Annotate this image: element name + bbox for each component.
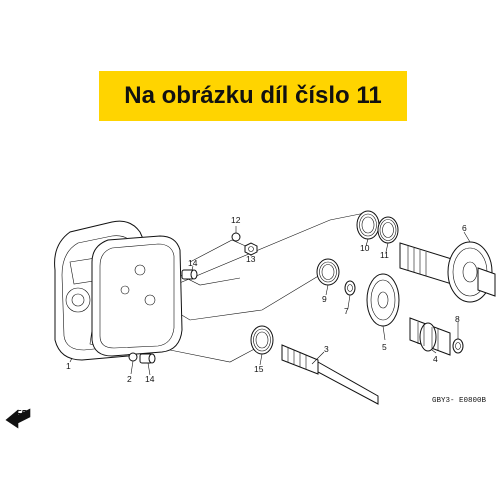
callout-3: 3 — [324, 344, 329, 354]
part-12-oring — [231, 232, 241, 242]
leader-lines — [69, 226, 471, 376]
callout-10: 10 — [360, 243, 370, 253]
callout-7: 7 — [344, 306, 349, 316]
part-4-countershaft — [409, 317, 451, 356]
callout-13: 13 — [246, 254, 256, 264]
part-14-upper-dowel — [181, 269, 198, 280]
part-13-nut — [244, 242, 258, 256]
callout-14-lower: 14 — [145, 374, 155, 384]
callout-1: 1 — [66, 361, 71, 371]
part-number-banner: Na obrázku díl číslo 11 — [99, 71, 407, 121]
part-10-bearing — [356, 210, 380, 240]
callout-12: 12 — [231, 215, 241, 225]
part-11-oil-seal — [377, 216, 399, 244]
part-3-drive-shaft — [281, 344, 379, 405]
part-15-bearing — [250, 325, 274, 355]
part-6-final-shaft — [399, 241, 496, 303]
front-direction-arrow-icon — [5, 408, 31, 429]
part-5-gear — [366, 273, 400, 327]
callout-4: 4 — [433, 354, 438, 364]
part-callouts: 1 2 3 4 5 6 7 8 9 10 11 12 13 14 14 15 — [66, 215, 467, 384]
callout-9: 9 — [322, 294, 327, 304]
callout-5: 5 — [382, 342, 387, 352]
callout-14-upper: 14 — [188, 258, 198, 268]
callout-2: 2 — [127, 374, 132, 384]
banner-text: Na obrázku díl číslo 11 — [124, 82, 382, 109]
part-7-washer — [344, 280, 356, 296]
diagram-code: GBY3- E0800B — [432, 397, 487, 405]
callout-11: 11 — [380, 250, 389, 260]
part-9-bearing — [316, 258, 340, 286]
front-direction-label: FR. — [16, 408, 30, 418]
callout-6: 6 — [462, 223, 467, 233]
callout-8: 8 — [455, 314, 460, 324]
callout-15: 15 — [254, 364, 264, 374]
part-8-washer — [452, 338, 464, 354]
part-2-dowel-pin — [128, 352, 138, 362]
gasket — [91, 235, 183, 357]
part-14-lower-dowel — [139, 353, 156, 364]
